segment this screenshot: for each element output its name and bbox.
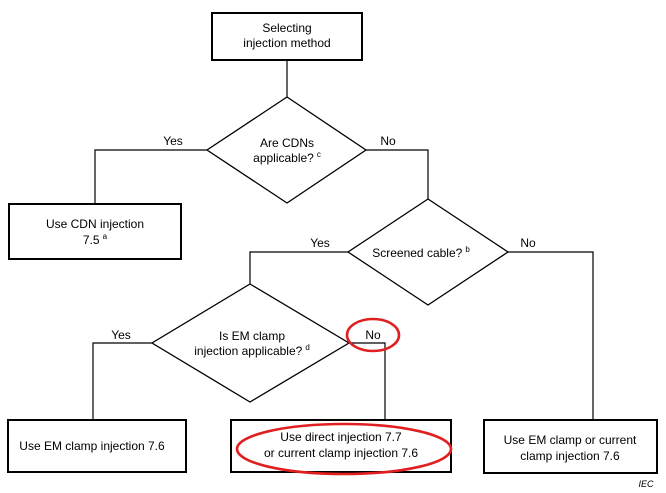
screened-no-label: No xyxy=(520,236,536,250)
connector-cdn-yes xyxy=(94,149,207,204)
em-or-current-clamp-box: Use EM clamp or current clamp injection … xyxy=(483,419,658,474)
connectors xyxy=(92,60,594,420)
direct-injection-highlight-ellipse xyxy=(235,422,453,476)
em-clamp-decision: Is EM clamp injection applicable?d xyxy=(150,283,351,403)
cdn-yes-label: Yes xyxy=(163,134,183,148)
em-clamp-decision-line1: Is EM clamp xyxy=(219,329,285,343)
cdn-injection-line2: 7.5 xyxy=(83,233,100,247)
connector-em-yes xyxy=(92,342,152,420)
start-box-line2: injection method xyxy=(243,36,330,50)
iec-credit: IEC xyxy=(638,479,654,489)
connector-em-no xyxy=(349,342,386,420)
connector-screened-yes xyxy=(249,251,348,284)
em-or-current-clamp-line2: clamp injection 7.6 xyxy=(520,449,620,463)
connector-cdn-no xyxy=(366,149,429,199)
screened-cable-decision: Screened cable?b xyxy=(346,198,510,306)
cdn-injection-note: a xyxy=(103,232,108,241)
start-box: Selecting injection method xyxy=(211,12,363,61)
cdn-decision-note: c xyxy=(317,150,321,159)
screened-yes-label: Yes xyxy=(310,236,330,250)
em-yes-label: Yes xyxy=(111,328,131,342)
cdn-decision: Are CDNs applicable?c xyxy=(205,96,368,204)
em-no-label: No xyxy=(365,328,381,342)
cdn-injection-line1: Use CDN injection xyxy=(46,217,144,231)
connector-screened-no xyxy=(508,251,594,420)
em-clamp-decision-note: d xyxy=(305,343,309,352)
cdn-no-label: No xyxy=(380,134,396,148)
em-clamp-injection-label: Use EM clamp injection 7.6 xyxy=(19,439,165,453)
direct-injection-line2: or current clamp injection 7.6 xyxy=(264,446,418,460)
screened-cable-line1: Screened cable? xyxy=(372,246,462,260)
svg-text:applicable?c: applicable?c xyxy=(253,150,321,165)
em-clamp-decision-line2: injection applicable? xyxy=(194,344,302,358)
direct-injection-box: Use direct injection 7.7 or current clam… xyxy=(230,419,452,473)
screened-cable-note: b xyxy=(465,245,470,254)
em-clamp-injection-box: Use EM clamp injection 7.6 xyxy=(7,419,187,473)
svg-text:7.5a: 7.5a xyxy=(83,232,108,247)
cdn-decision-line1: Are CDNs xyxy=(260,136,314,150)
cdn-decision-line2: applicable? xyxy=(253,151,314,165)
em-or-current-clamp-line1: Use EM clamp or current xyxy=(504,433,637,447)
start-box-line1: Selecting xyxy=(262,21,311,35)
direct-injection-line1: Use direct injection 7.7 xyxy=(280,430,402,444)
em-no-highlight-circle xyxy=(345,317,401,353)
svg-text:injection applicable?d: injection applicable?d xyxy=(194,343,310,358)
svg-text:Screened cable?b: Screened cable?b xyxy=(372,245,470,260)
